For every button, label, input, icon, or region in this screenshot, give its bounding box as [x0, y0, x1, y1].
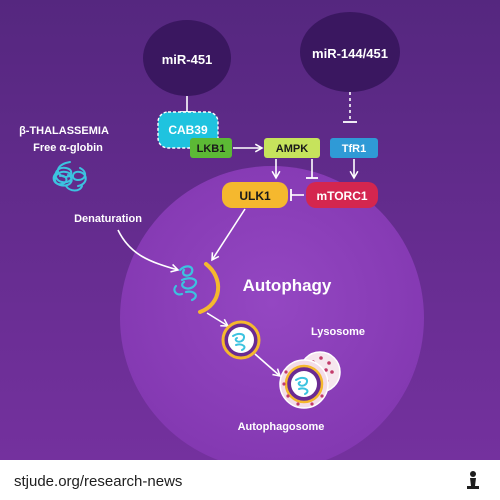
- free-globin-icon: [52, 161, 87, 192]
- autophagy-label: Autophagy: [243, 276, 332, 295]
- free-globin-label: Free α-globin: [33, 142, 103, 154]
- footer-url[interactable]: stjude.org/research-news: [14, 473, 182, 490]
- lkb1-label: LKB1: [197, 143, 226, 155]
- vesicle-inner: [228, 327, 254, 353]
- lysosome-label: Lysosome: [311, 326, 365, 338]
- mtorc1-node: [306, 182, 378, 208]
- ampk-node: [264, 138, 320, 158]
- phagophore-membrane: [198, 262, 221, 314]
- ulk1-node: [222, 182, 288, 208]
- mir451-node: [143, 20, 231, 96]
- mir144-label: miR-144/451: [312, 46, 388, 61]
- mir451-label: miR-451: [162, 52, 213, 67]
- vesicle-globin-icon: [232, 332, 246, 351]
- lkb1-node: [190, 138, 232, 158]
- denaturation-arrow: [117, 229, 180, 273]
- autolysosome-core: [291, 371, 317, 397]
- ulk1-to-phagophore-arrow: [211, 208, 246, 262]
- tfr1-node: [330, 138, 378, 158]
- denatured-globin-icon: [173, 265, 198, 302]
- tfr1-label: TfR1: [342, 143, 366, 155]
- mtorc1-label: mTORC1: [316, 189, 367, 203]
- mir144-node: [300, 12, 400, 92]
- denaturation-label: Denaturation: [74, 213, 142, 225]
- autolysosome-globin-icon: [295, 376, 309, 395]
- ampk-label: AMPK: [276, 143, 308, 155]
- autophagosome-label: Autophagosome: [238, 421, 325, 433]
- condition-label: β-THALASSEMIA: [19, 125, 109, 137]
- phagophore-to-vesicle-arrow: [206, 312, 230, 327]
- vesicle-to-fusion-arrow: [254, 353, 282, 378]
- cab39-label: CAB39: [168, 123, 208, 137]
- autolysosome-granules: [282, 370, 324, 406]
- autophagy-circle: [120, 166, 424, 470]
- ulk1-label: ULK1: [239, 189, 271, 203]
- stjude-logo-icon: [467, 471, 479, 489]
- footer-band: [0, 460, 500, 500]
